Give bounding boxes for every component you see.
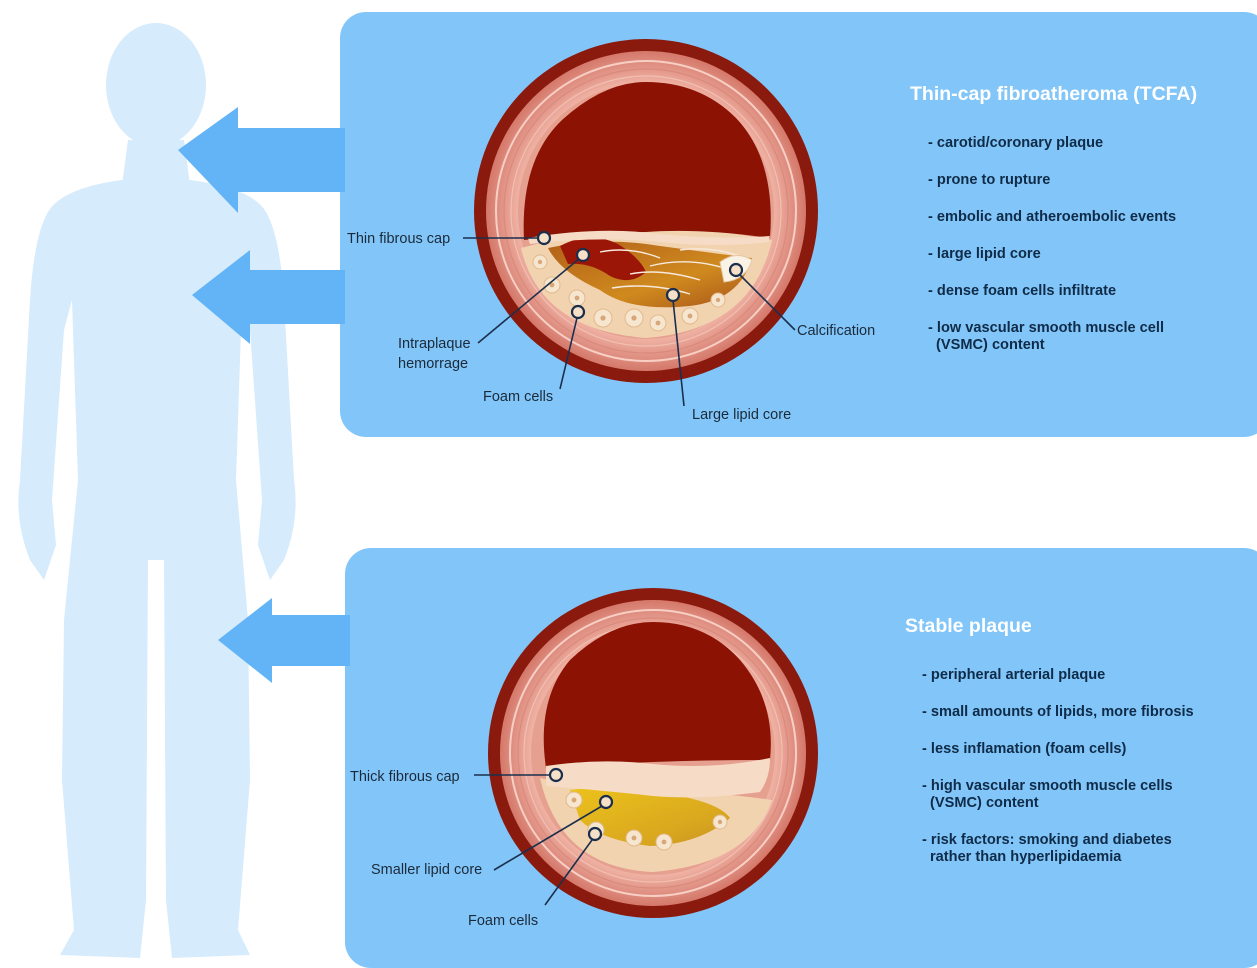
- label-intraplaque-line2: hemorrage: [398, 356, 468, 372]
- label-foam-cells-top: Foam cells: [483, 389, 553, 405]
- label-large-lipid-core: Large lipid core: [692, 407, 791, 423]
- stable-plaque-title: Stable plaque: [905, 615, 1032, 638]
- arrow-neck: [178, 107, 345, 213]
- stable-plaque-facts-list: - peripheral arterial plaque - small amo…: [922, 667, 1252, 886]
- stable-fact: - peripheral arterial plaque: [922, 667, 1252, 684]
- tcfa-vessel: [474, 39, 818, 383]
- tcfa-fact: - low vascular smooth muscle cell (VSMC)…: [928, 320, 1248, 354]
- stable-fact: - risk factors: smoking and diabetes rat…: [922, 832, 1252, 866]
- tcfa-fact: - embolic and atheroembolic events: [928, 209, 1248, 226]
- stable-vessel: [488, 588, 818, 918]
- tcfa-fact: - prone to rupture: [928, 172, 1248, 189]
- label-smaller-lipid-core: Smaller lipid core: [371, 862, 482, 878]
- label-intraplaque-line1: Intraplaque: [398, 336, 471, 352]
- tcfa-fact: - dense foam cells infiltrate: [928, 283, 1248, 300]
- stable-fact: - small amounts of lipids, more fibrosis: [922, 704, 1252, 721]
- tcfa-facts-list: - carotid/coronary plaque - prone to rup…: [928, 135, 1248, 374]
- arrow-chest: [192, 250, 345, 344]
- stable-fact: - less inflamation (foam cells): [922, 741, 1252, 758]
- arrows: [178, 107, 350, 683]
- label-thick-fibrous-cap: Thick fibrous cap: [350, 769, 460, 785]
- tcfa-fact: - large lipid core: [928, 246, 1248, 263]
- label-thin-fibrous-cap: Thin fibrous cap: [347, 231, 450, 247]
- tcfa-fact: - carotid/coronary plaque: [928, 135, 1248, 152]
- arrow-leg: [218, 598, 350, 683]
- label-foam-cells-bottom: Foam cells: [468, 913, 538, 929]
- label-calcification: Calcification: [797, 323, 875, 339]
- stable-fact: - high vascular smooth muscle cells (VSM…: [922, 778, 1252, 812]
- tcfa-title: Thin-cap fibroatheroma (TCFA): [910, 83, 1197, 106]
